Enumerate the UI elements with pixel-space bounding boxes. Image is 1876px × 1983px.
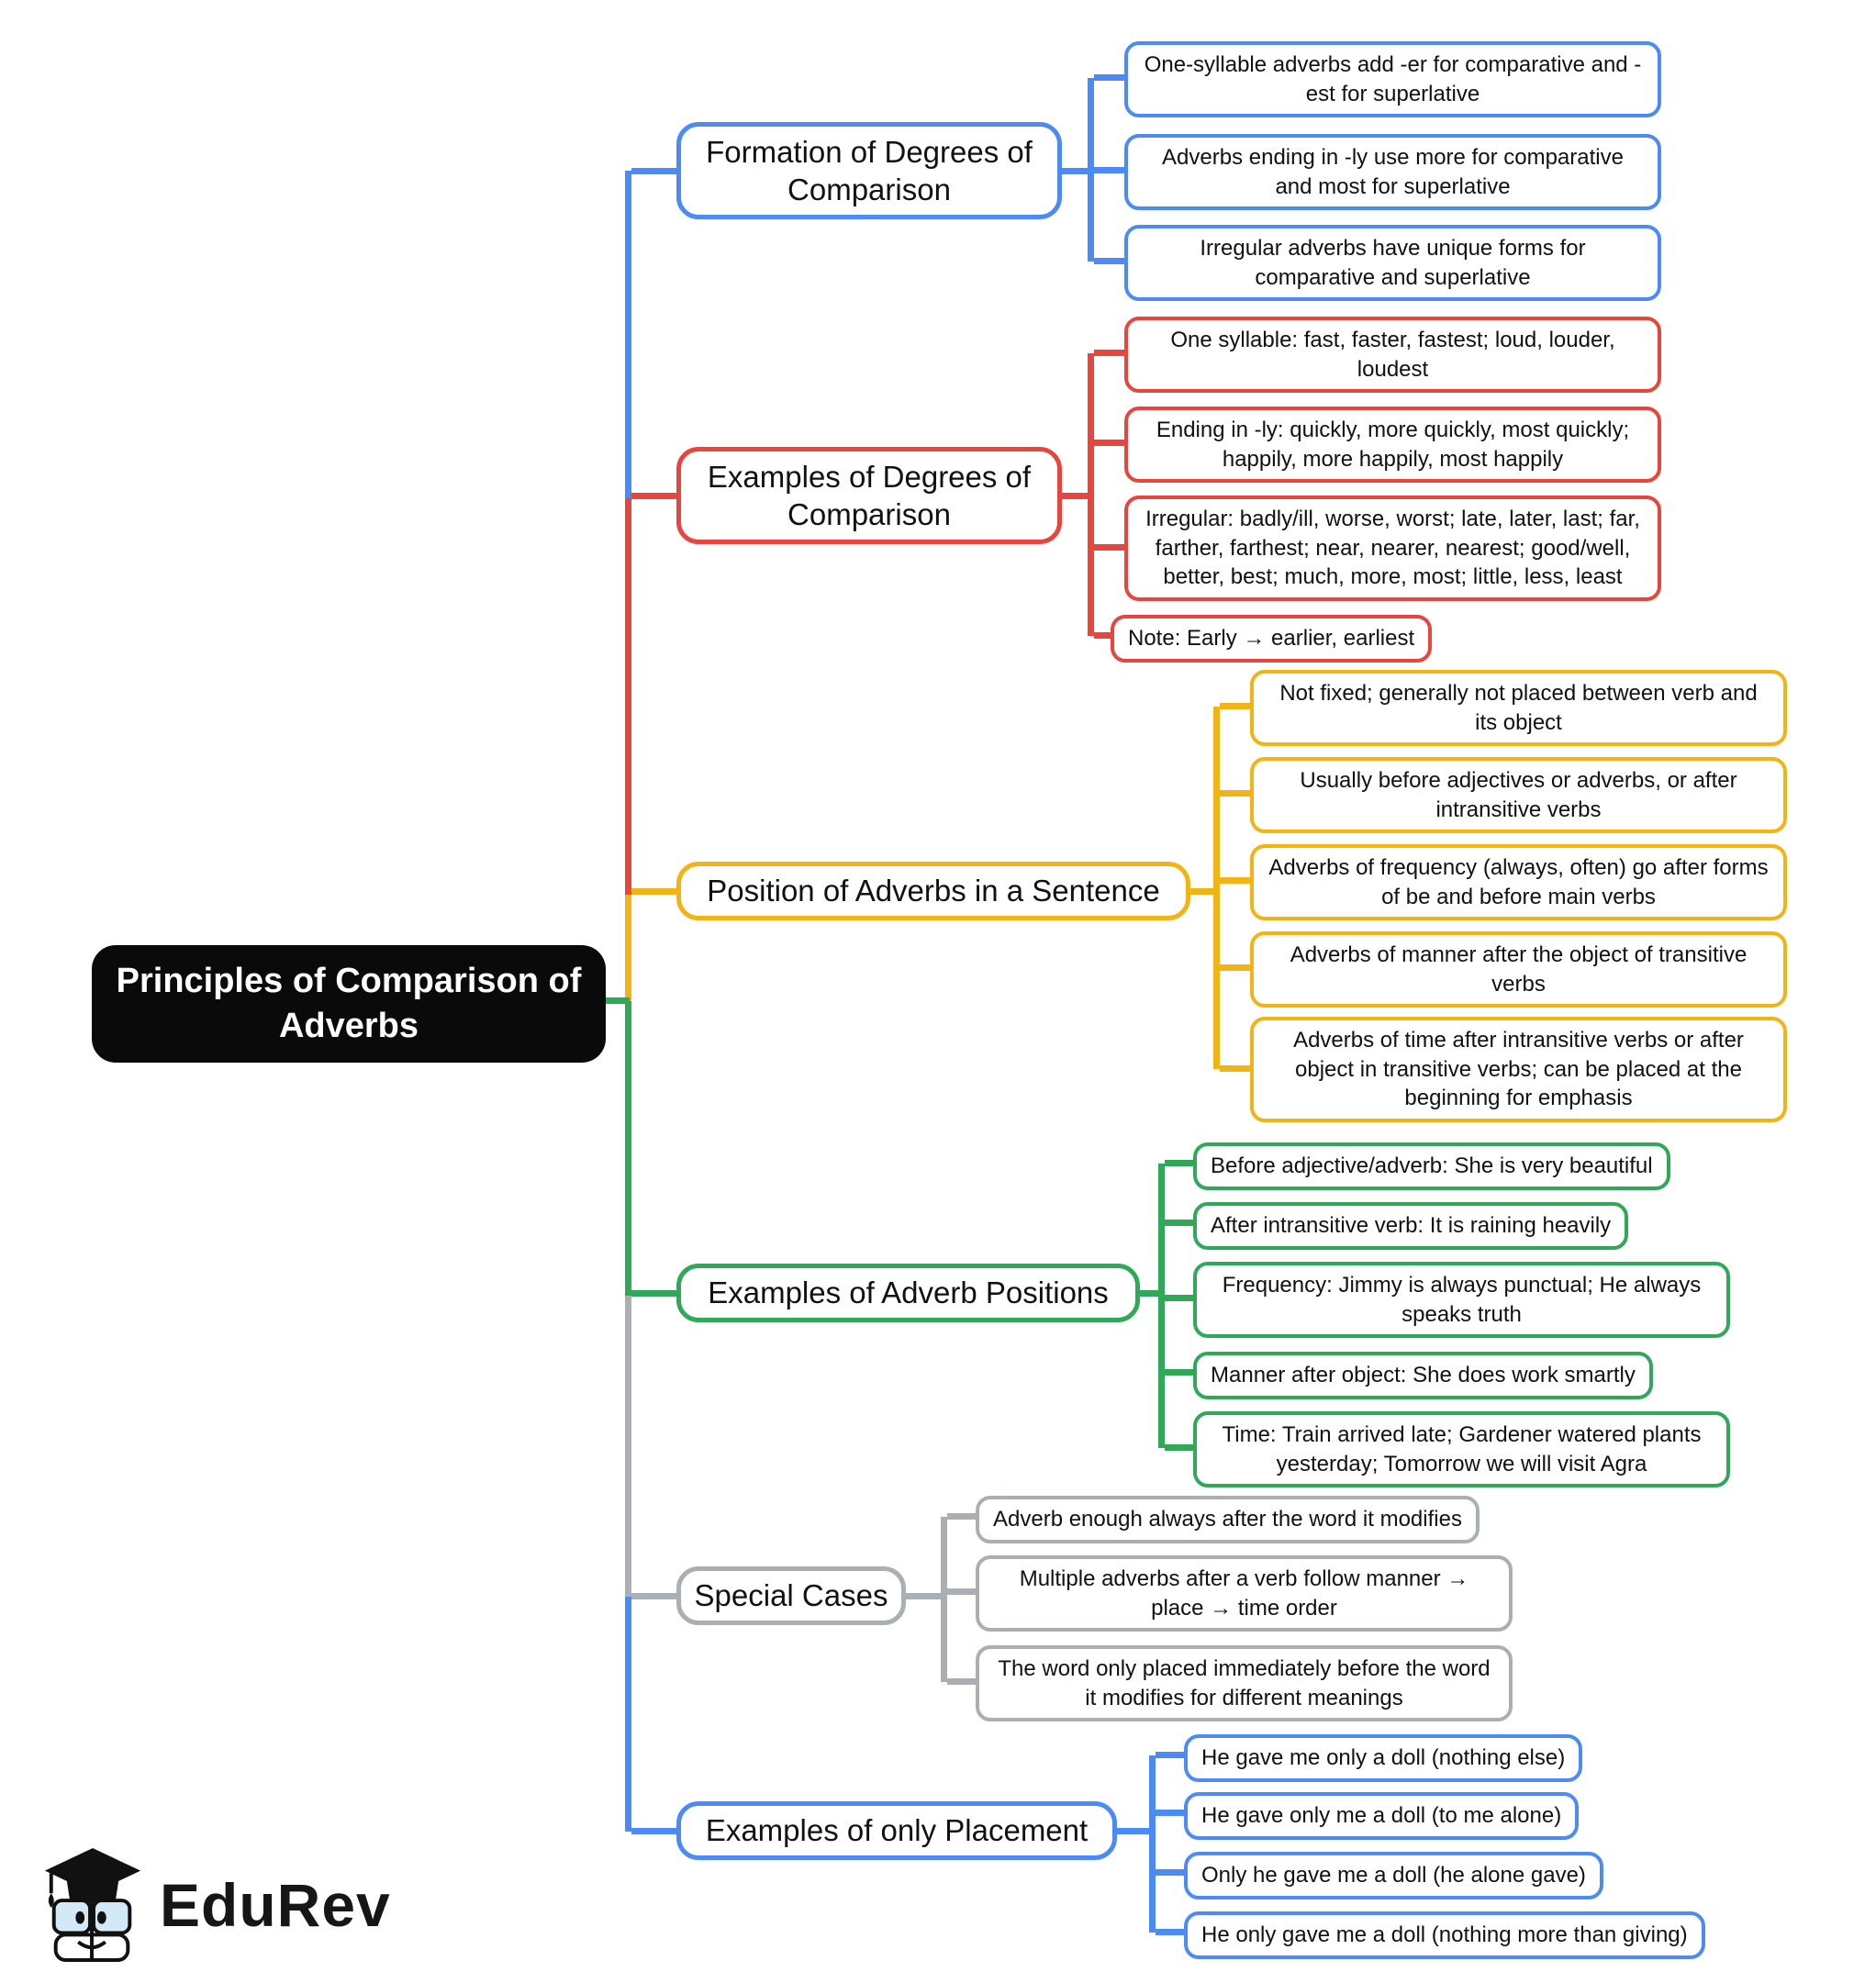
leaf-node: He only gave me a doll (nothing more tha…	[1184, 1911, 1705, 1959]
connector-line	[1117, 1828, 1156, 1834]
trunk-segment-gray	[625, 1296, 631, 1597]
leaf-node: Ending in -ly: quickly, more quickly, mo…	[1124, 407, 1661, 484]
branch-header-formation: Formation of Degrees of Comparison	[676, 122, 1062, 219]
connector-line	[1220, 1065, 1250, 1072]
connector-line	[1088, 78, 1094, 262]
leaf-node: Adverbs ending in -ly use more for compa…	[1124, 134, 1661, 211]
trunk-segment-yellow	[625, 895, 631, 1001]
connector-line	[1220, 877, 1250, 884]
leaf-node: Multiple adverbs after a verb follow man…	[976, 1555, 1513, 1632]
connector-line	[1062, 168, 1094, 174]
leaf-node: Adverbs of frequency (always, often) go …	[1250, 844, 1787, 921]
connector-line	[1094, 350, 1124, 356]
leaf-node: He gave me only a doll (nothing else)	[1184, 1734, 1583, 1782]
leaf-node: One syllable: fast, faster, fastest; lou…	[1124, 317, 1661, 394]
connector-line	[1094, 544, 1124, 551]
connector-line	[1158, 1164, 1165, 1448]
connector-line	[1094, 74, 1124, 81]
connector-line	[1156, 1929, 1184, 1935]
root-connector	[602, 997, 630, 1004]
connector-line	[1062, 493, 1094, 499]
branch-header-only-placement: Examples of only Placement	[676, 1801, 1117, 1860]
connector-line	[947, 1588, 976, 1595]
connector-line	[1165, 1369, 1193, 1376]
leaf-node: Before adjective/adverb: She is very bea…	[1193, 1142, 1670, 1190]
trunk-segment-green	[625, 1001, 631, 1296]
connector-line	[1220, 790, 1250, 797]
connector-line	[631, 1828, 676, 1834]
leaf-node: Only he gave me a doll (he alone gave)	[1184, 1852, 1603, 1899]
connector-line	[631, 493, 676, 499]
leaf-node: One-syllable adverbs add -er for compara…	[1124, 41, 1661, 118]
branch-header-special-cases: Special Cases	[676, 1566, 906, 1625]
leaf-node: After intransitive verb: It is raining h…	[1193, 1202, 1629, 1250]
connector-line	[906, 1593, 947, 1599]
connector-line	[1165, 1220, 1193, 1226]
leaf-node: Adverbs of time after intransitive verbs…	[1250, 1017, 1787, 1123]
connector-line	[1156, 1810, 1184, 1816]
leaf-node: Frequency: Jimmy is always punctual; He …	[1193, 1262, 1730, 1339]
connector-line	[1140, 1290, 1165, 1297]
connector-line	[1213, 707, 1220, 1069]
leaf-node: Irregular: badly/ill, worse, worst; late…	[1124, 496, 1661, 602]
connector-line	[1165, 1444, 1193, 1451]
connector-line	[1094, 632, 1111, 639]
connector-line	[631, 168, 676, 174]
connector-line	[1190, 888, 1220, 895]
leaf-node: Adverb enough always after the word it m…	[976, 1496, 1480, 1543]
leaf-node: Not fixed; generally not placed between …	[1250, 670, 1787, 747]
branch-header-examples-degrees: Examples of Degrees of Comparison	[676, 447, 1062, 544]
trunk-segment-red	[625, 498, 631, 895]
connector-line	[1094, 258, 1124, 264]
connector-line	[1156, 1752, 1184, 1758]
connector-line	[1165, 1160, 1193, 1166]
leaf-node: Manner after object: She does work smart…	[1193, 1352, 1653, 1399]
leaf-node: Irregular adverbs have unique forms for …	[1124, 225, 1661, 302]
connector-line	[1149, 1755, 1156, 1933]
trunk-segment-blue-top	[625, 171, 631, 498]
connector-line	[1088, 353, 1094, 636]
branch-header-position: Position of Adverbs in a Sentence	[676, 862, 1190, 920]
connector-line	[947, 1513, 976, 1520]
connector-line	[1165, 1295, 1193, 1301]
connector-line	[631, 888, 676, 895]
connector-line	[631, 1290, 676, 1297]
connector-line	[947, 1678, 976, 1685]
branch-header-adverb-positions: Examples of Adverb Positions	[676, 1264, 1140, 1322]
trunk-segment-blue-bottom	[625, 1597, 631, 1832]
edurev-mascot-icon	[44, 1848, 141, 1962]
connector-line	[1220, 703, 1250, 709]
connector-line	[941, 1517, 947, 1682]
root-node: Principles of Comparison of Adverbs	[92, 945, 606, 1063]
connector-line	[1156, 1869, 1184, 1876]
leaf-node: Time: Train arrived late; Gardener water…	[1193, 1411, 1730, 1488]
leaf-node: Note: Early → earlier, earliest	[1111, 615, 1433, 663]
connector-line	[1220, 964, 1250, 971]
connector-line	[1094, 440, 1124, 446]
connector-line	[631, 1593, 676, 1599]
leaf-node: Adverbs of manner after the object of tr…	[1250, 931, 1787, 1008]
leaf-node: He gave only me a doll (to me alone)	[1184, 1792, 1580, 1840]
edurev-logo-text: EduRev	[160, 1871, 391, 1939]
connector-line	[1094, 167, 1124, 173]
leaf-node: The word only placed immediately before …	[976, 1645, 1513, 1722]
leaf-node: Usually before adjectives or adverbs, or…	[1250, 757, 1787, 834]
edurev-logo: EduRev	[39, 1846, 391, 1964]
